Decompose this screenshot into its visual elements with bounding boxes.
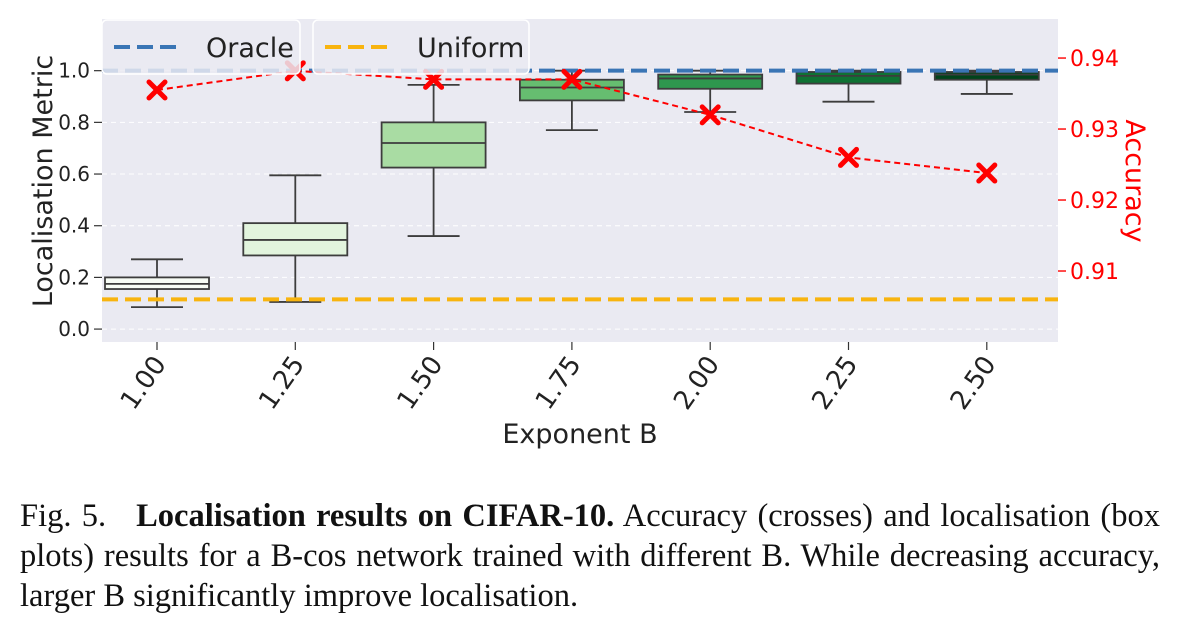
legend-item-uniform: Uniform xyxy=(312,19,530,75)
y-tick-label: 0.6 xyxy=(58,162,90,186)
y-tick-label: 0.2 xyxy=(58,265,90,289)
y2-axis-ticks: 0.91 0.92 0.93 0.94 xyxy=(1058,47,1119,285)
cross-stroke xyxy=(838,146,859,168)
y2-tick-label: 0.94 xyxy=(1070,47,1119,72)
cross-stroke xyxy=(976,162,998,184)
box xyxy=(657,73,764,90)
y2-tick-label: 0.92 xyxy=(1070,189,1119,214)
y-tick-label: 0.4 xyxy=(58,214,90,238)
box-plot xyxy=(380,83,487,237)
y2-axis-label: Accuracy xyxy=(1119,119,1150,242)
cross-stroke xyxy=(699,104,721,126)
accuracy-point xyxy=(561,68,583,90)
accuracy-point xyxy=(146,79,168,101)
x-tick-label: 1.25 xyxy=(253,351,311,416)
box xyxy=(795,71,902,85)
box xyxy=(380,121,487,169)
caption-title: Localisation results on CIFAR-10. xyxy=(136,498,615,534)
x-axis-label: Exponent B xyxy=(502,419,657,450)
box-plot xyxy=(242,174,349,303)
legend-frame xyxy=(101,19,301,75)
y-tick-label: 1.0 xyxy=(58,59,90,83)
accuracy-point xyxy=(838,146,859,168)
accuracy-point xyxy=(976,162,998,184)
y-axis-ticks: 0.0 0.2 0.4 0.6 0.8 1.0 xyxy=(58,59,102,341)
chart: 0.0 0.2 0.4 0.6 0.8 1.0 0.91 0.92 0.93 0.94 1.00… xyxy=(28,19,1150,450)
cross-stroke xyxy=(146,79,168,101)
y-tick-label: 0.0 xyxy=(58,317,90,341)
legend-item-oracle: Oracle xyxy=(101,19,301,75)
accuracy-point xyxy=(699,104,721,126)
x-tick-label: 2.00 xyxy=(668,351,726,416)
x-tick-label: 1.00 xyxy=(115,351,173,416)
caption-figure-label: Fig. 5. xyxy=(20,498,107,534)
legend: Oracle Uniform xyxy=(101,19,530,75)
reference-lines xyxy=(102,68,1058,302)
x-tick-label: 2.25 xyxy=(806,351,864,416)
x-tick-label: 2.50 xyxy=(945,351,1003,416)
box xyxy=(933,71,1040,81)
caption-text: Accuracy (crosses) and localisation (box… xyxy=(20,498,1160,614)
y2-tick-label: 0.93 xyxy=(1070,118,1119,143)
y-tick-label: 0.8 xyxy=(58,110,90,134)
x-tick-label: 1.50 xyxy=(392,351,450,416)
cross-stroke xyxy=(561,68,583,90)
x-tick-label: 1.75 xyxy=(530,351,588,416)
legend-label: Uniform xyxy=(417,33,524,64)
box-plot xyxy=(657,69,764,113)
y-axis-label: Localisation Metric xyxy=(28,55,59,307)
box-plot xyxy=(104,258,210,309)
legend-label: Oracle xyxy=(206,33,294,64)
y2-tick-label: 0.91 xyxy=(1070,260,1119,285)
x-axis-ticks: 1.00 1.25 1.50 1.75 2.00 2.25 2.50 xyxy=(115,342,1003,415)
figure-caption: Fig. 5. Localisation results on CIFAR-10.… xyxy=(20,496,1160,616)
legend-frame xyxy=(312,19,530,75)
